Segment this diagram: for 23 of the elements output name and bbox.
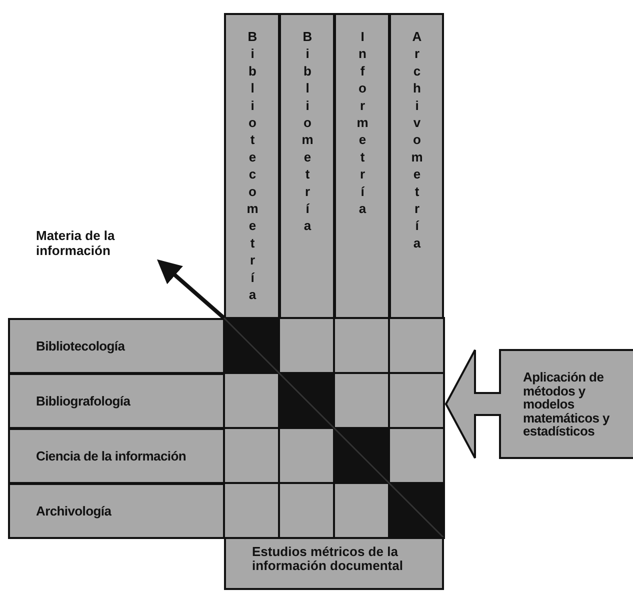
- row-label: Bibliografología: [36, 394, 130, 408]
- column-band: [279, 13, 335, 319]
- box-text: Estudios métricos de la información documental: [252, 545, 404, 573]
- annotation-text: Materia de la información: [36, 228, 116, 258]
- column-label: Bibliotecometría: [245, 29, 259, 304]
- matrix-grid-drawing: [224, 318, 444, 538]
- block-arrow: [445, 349, 633, 459]
- row-band: [8, 428, 225, 484]
- column-band: [334, 13, 390, 319]
- column-label: Informetría: [355, 29, 369, 218]
- row-label: Archivología: [36, 504, 112, 518]
- arrow-text: Aplicación de métodos y modelos matemáticos y estadísticos: [523, 370, 610, 438]
- row-label: Ciencia de la información: [36, 448, 186, 464]
- row-band: [8, 483, 225, 539]
- row-band: [8, 373, 225, 429]
- column-band: [389, 13, 444, 319]
- arrow: [157, 259, 226, 320]
- column-label: Bibliometría: [300, 29, 314, 236]
- column-band: [224, 13, 280, 319]
- row-label: Bibliotecología: [36, 338, 125, 354]
- column-label: Archivometría: [410, 29, 424, 253]
- summary-box: [224, 537, 444, 590]
- row-band: [8, 318, 225, 374]
